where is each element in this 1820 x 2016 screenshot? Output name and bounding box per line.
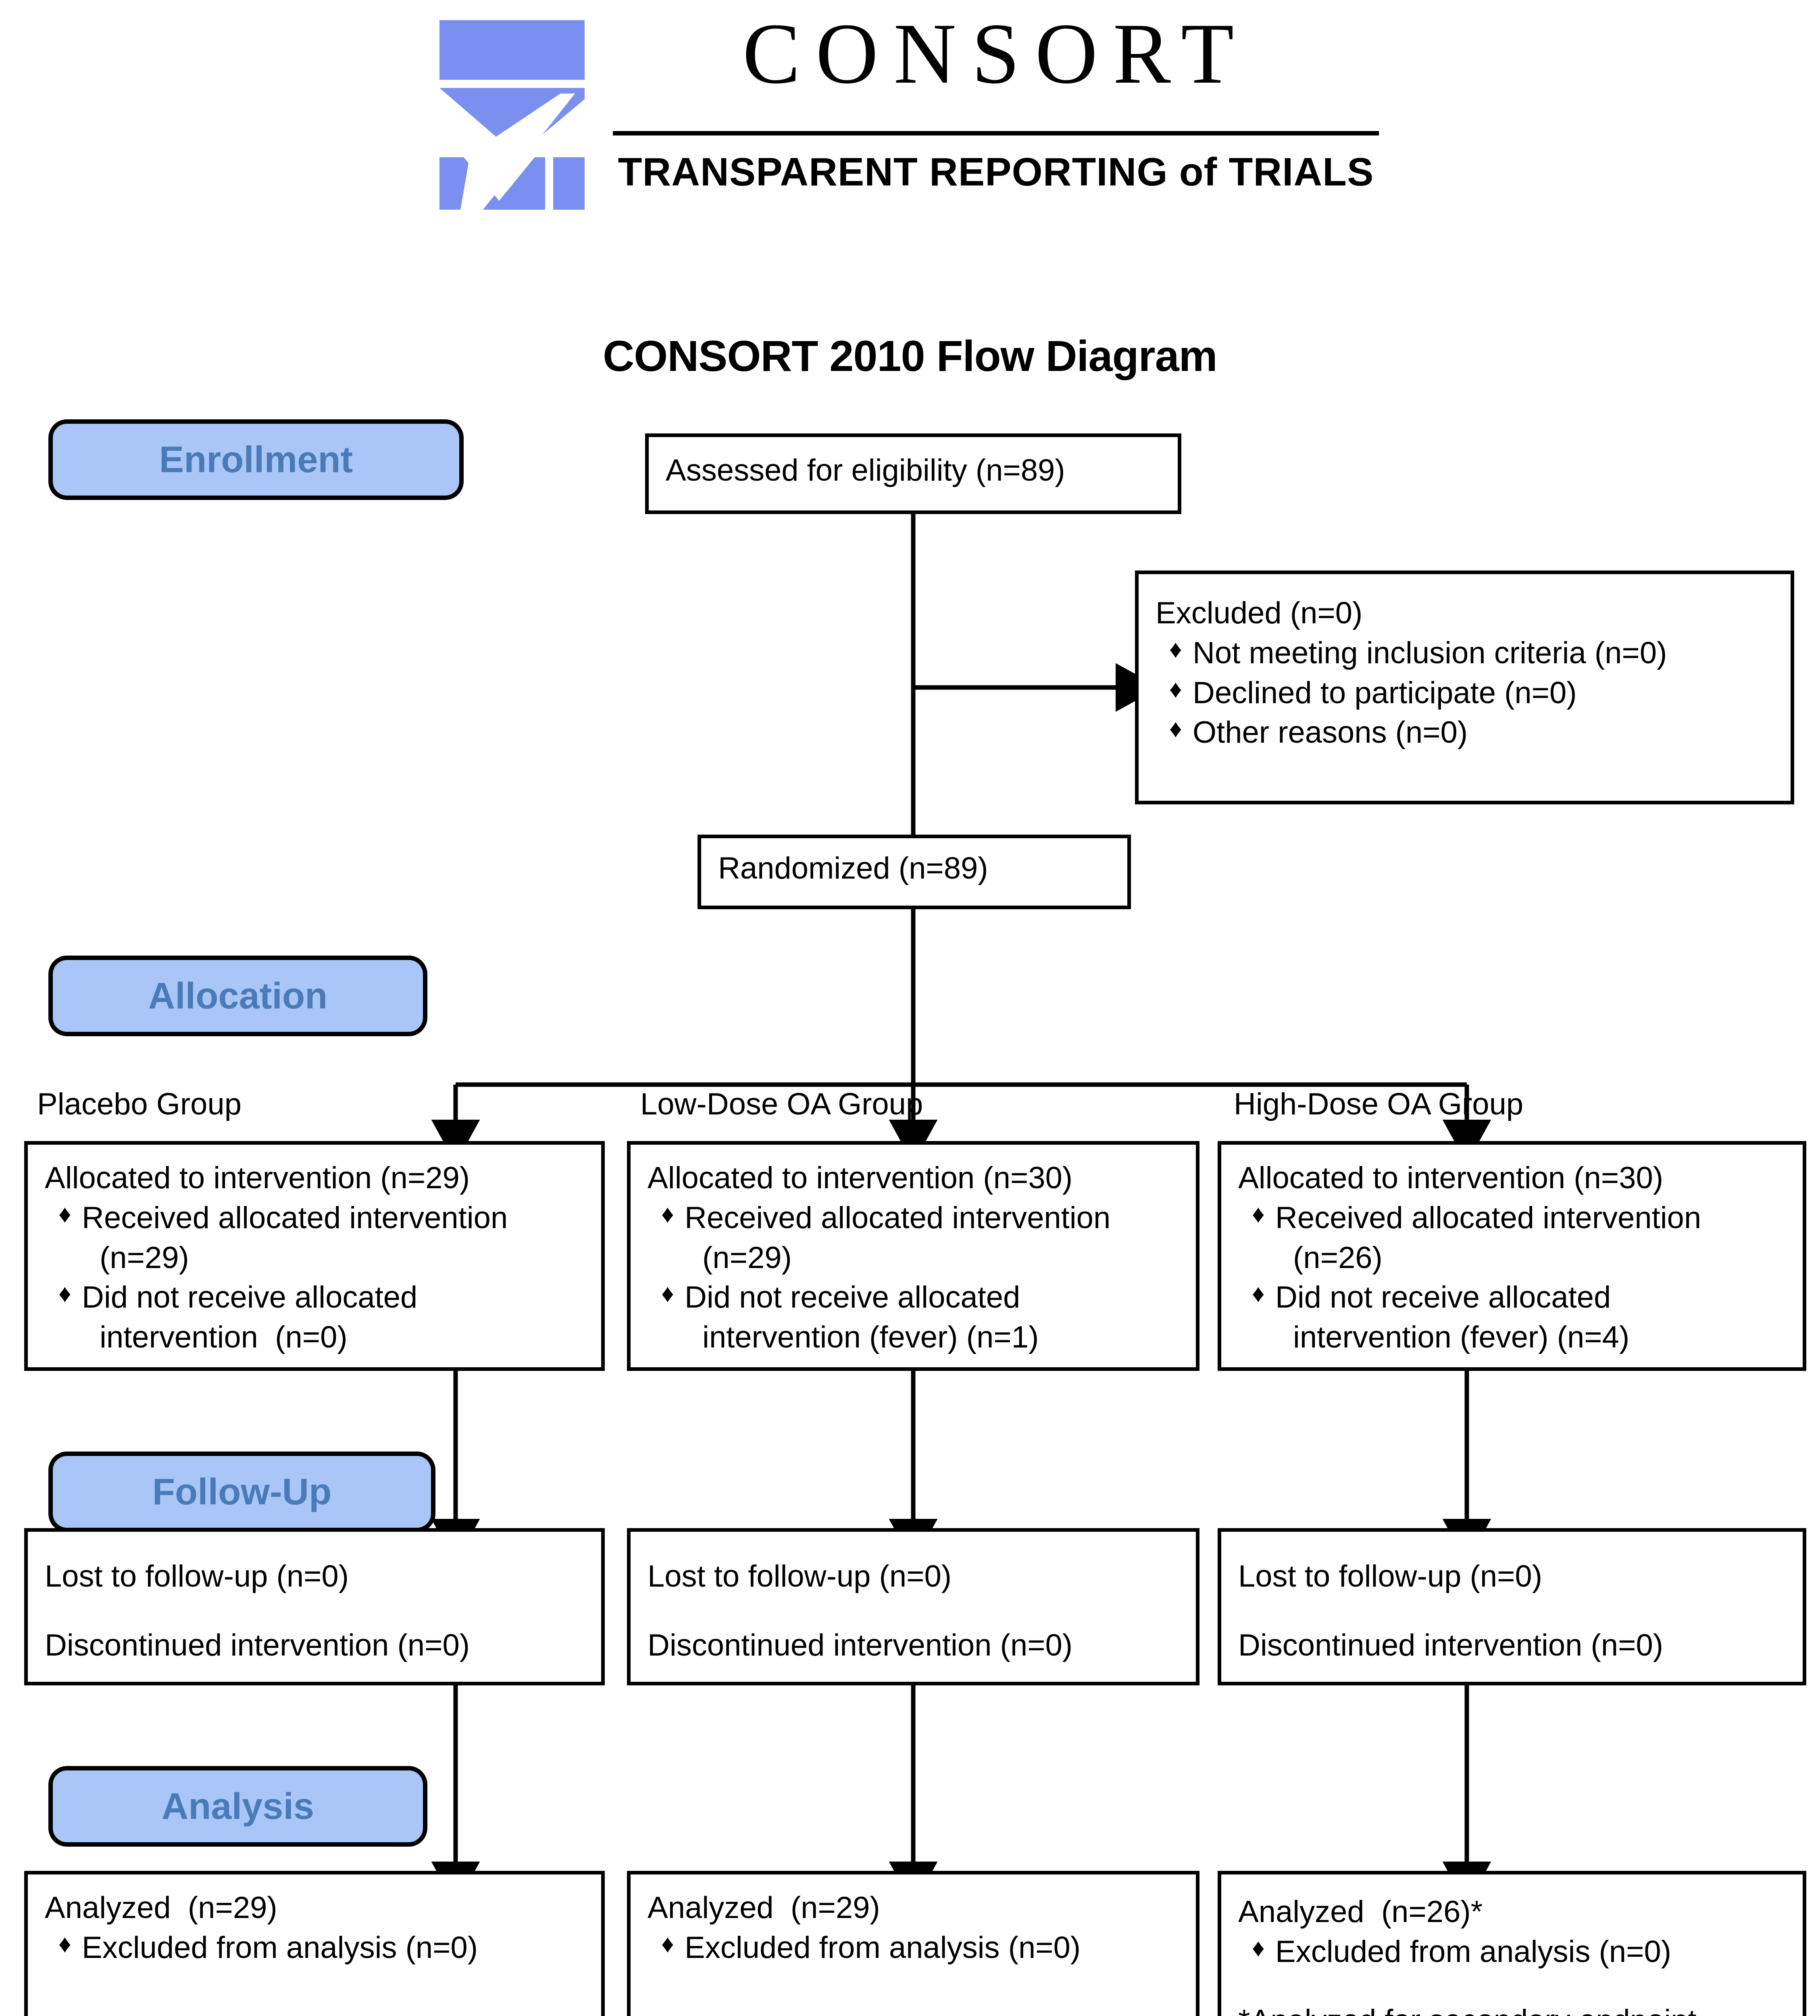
box-analysis-placebo[interactable]: Analyzed (n=29) Excluded from analysis (…: [24, 1871, 605, 2016]
box-allocation-low-dose[interactable]: Allocated to intervention (n=30) Receive…: [627, 1141, 1199, 1371]
box-analysis-low-dose[interactable]: Analyzed (n=29) Excluded from analysis (…: [627, 1871, 1199, 2016]
spacer: [1238, 1972, 1787, 2001]
box-followup-low-dose[interactable]: Lost to follow-up (n=0) Discontinued int…: [627, 1528, 1199, 1685]
consort-wordmark: CONSORT TRANSPARENT REPORTING of TRIALS: [609, 10, 1383, 216]
box-randomized[interactable]: Randomized (n=89): [698, 835, 1131, 909]
consort-logo: CONSORT TRANSPARENT REPORTING of TRIALS: [439, 10, 1383, 216]
spacer: [1238, 1597, 1787, 1626]
brand-tagline: TRANSPARENT REPORTING of TRIALS: [618, 150, 1374, 194]
allocation-bullet-cont: intervention (n=0): [100, 1320, 348, 1355]
stage-badge-allocation[interactable]: Allocation: [48, 956, 427, 1036]
followup-discontinued: Discontinued intervention (n=0): [648, 1628, 1073, 1662]
box-allocation-placebo[interactable]: Allocated to intervention (n=29) Receive…: [24, 1141, 605, 1371]
brand-text: CONSORT: [742, 5, 1249, 102]
followup-discontinued: Discontinued intervention (n=0): [45, 1628, 470, 1662]
stage-badge-followup-label: Follow-Up: [152, 1471, 332, 1512]
followup-discontinued: Discontinued intervention (n=0): [1238, 1628, 1664, 1662]
allocation-headline: Allocated to intervention (n=30): [648, 1161, 1073, 1195]
allocation-bullet: Did not receive allocated: [45, 1278, 585, 1318]
assessed-text: Assessed for eligibility (n=89): [666, 453, 1065, 487]
page-title: CONSORT 2010 Flow Diagram: [603, 331, 1217, 380]
analysis-bullet: Excluded from analysis (n=0): [648, 1928, 1180, 1968]
analysis-headline: Analyzed (n=26)*: [1238, 1895, 1483, 1929]
allocation-headline: Allocated to intervention (n=29): [45, 1161, 470, 1195]
box-excluded[interactable]: Excluded (n=0) Not meeting inclusion cri…: [1135, 571, 1794, 804]
excluded-title: Excluded (n=0): [1156, 596, 1363, 630]
analysis-headline: Analyzed (n=29): [45, 1891, 277, 1925]
allocation-bullet-cont: (n=26): [1293, 1240, 1383, 1275]
allocation-bullet: Received allocated intervention: [648, 1198, 1180, 1238]
box-allocation-high-dose[interactable]: Allocated to intervention (n=30) Receive…: [1218, 1141, 1806, 1371]
group-label-low-dose: Low-Dose OA Group: [640, 1087, 923, 1121]
allocation-bullet-cont: intervention (fever) (n=1): [702, 1320, 1039, 1355]
followup-lost: Lost to follow-up (n=0): [1238, 1559, 1543, 1593]
allocation-headline: Allocated to intervention (n=30): [1238, 1161, 1664, 1195]
box-followup-high-dose[interactable]: Lost to follow-up (n=0) Discontinued int…: [1218, 1528, 1806, 1685]
box-followup-placebo[interactable]: Lost to follow-up (n=0) Discontinued int…: [24, 1528, 605, 1685]
stage-badge-enrollment-label: Enrollment: [159, 439, 353, 480]
analysis-bullet: Excluded from analysis (n=0): [1238, 1932, 1787, 1972]
stage-badge-followup[interactable]: Follow-Up: [48, 1452, 435, 1532]
excluded-reason: Not meeting inclusion criteria (n=0): [1156, 633, 1774, 673]
followup-lost: Lost to follow-up (n=0): [45, 1559, 349, 1593]
excluded-reason: Other reasons (n=0): [1156, 713, 1774, 753]
excluded-reason: Declined to participate (n=0): [1156, 673, 1774, 713]
allocation-bullet: Received allocated intervention: [1238, 1198, 1787, 1238]
allocation-bullet-cont: (n=29): [100, 1240, 189, 1275]
box-analysis-high-dose[interactable]: Analyzed (n=26)* Excluded from analysis …: [1218, 1871, 1806, 2016]
allocation-bullet-cont: (n=29): [702, 1240, 792, 1275]
stage-badge-enrollment[interactable]: Enrollment: [48, 419, 464, 500]
allocation-bullet: Did not receive allocated: [648, 1278, 1180, 1318]
allocation-bullet: Did not receive allocated: [1238, 1278, 1787, 1318]
group-label-placebo: Placebo Group: [37, 1087, 242, 1121]
group-label-high-dose: High-Dose OA Group: [1234, 1087, 1524, 1121]
stage-badge-analysis-label: Analysis: [161, 1785, 314, 1827]
followup-lost: Lost to follow-up (n=0): [648, 1559, 952, 1593]
stage-badge-allocation-label: Allocation: [148, 975, 328, 1016]
randomized-text: Randomized (n=89): [718, 851, 988, 885]
stage-badge-analysis[interactable]: Analysis: [48, 1766, 427, 1847]
consort-logo-mark: [439, 20, 585, 210]
analysis-bullet: Excluded from analysis (n=0): [45, 1928, 585, 1968]
spacer: [45, 1597, 585, 1626]
analysis-headline: Analyzed (n=29): [648, 1891, 880, 1925]
analysis-note-line: *Analyzed for secondary endpoint: [1238, 2001, 1787, 2016]
wordmark-rule: [613, 131, 1379, 135]
allocation-bullet-cont: intervention (fever) (n=4): [1293, 1320, 1630, 1355]
spacer: [648, 1597, 1180, 1626]
allocation-bullet: Received allocated intervention: [45, 1198, 585, 1238]
box-assessed-for-eligibility[interactable]: Assessed for eligibility (n=89): [645, 433, 1181, 514]
